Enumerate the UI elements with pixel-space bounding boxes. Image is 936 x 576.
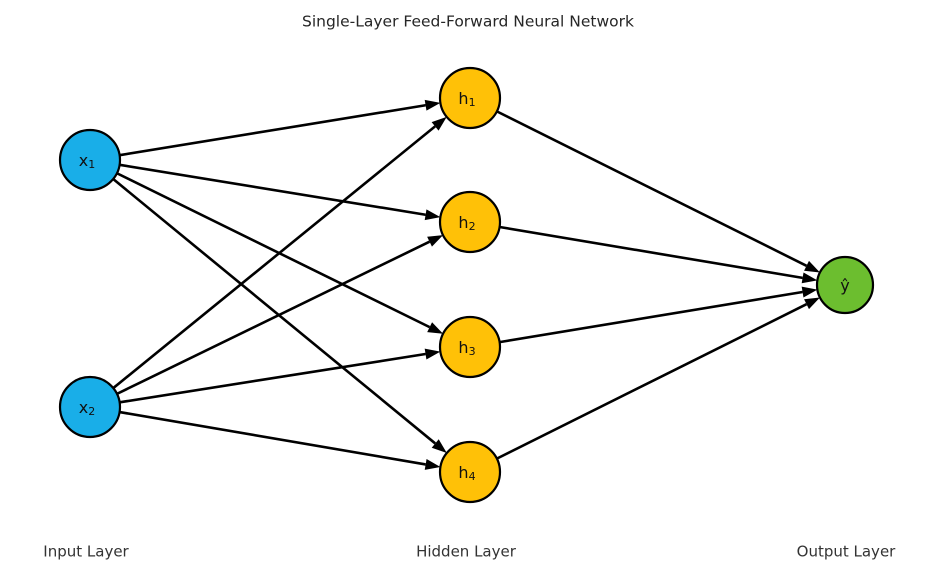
node-label-x2: x2: [79, 398, 95, 418]
node-circle-h3[interactable]: [438, 315, 502, 379]
node-circle-yhat[interactable]: [815, 255, 875, 315]
edge-h1-to-yhat: [496, 110, 808, 267]
node-h2[interactable]: h2: [438, 190, 502, 254]
node-yhat[interactable]: ŷ: [815, 255, 875, 315]
node-x1[interactable]: x1: [58, 128, 122, 192]
node-label-h3: h3: [458, 338, 475, 358]
layer-label-input: Input Layer: [43, 543, 129, 561]
arrowhead-x2-to-h1: [431, 116, 447, 131]
layer-labels-group: Input Layer Hidden Layer Output Layer: [43, 543, 896, 561]
edges-group: [112, 99, 820, 470]
arrowhead-x2-to-h4: [424, 458, 441, 470]
node-x2[interactable]: x2: [58, 375, 122, 439]
edge-x2-to-h3: [119, 352, 426, 404]
layer-label-output: Output Layer: [797, 543, 897, 561]
edge-x1-to-h1: [119, 103, 426, 157]
arrowhead-x2-to-h2: [427, 235, 444, 247]
node-label-yhat: ŷ: [840, 276, 849, 295]
edge-x2-to-h4: [119, 410, 426, 466]
edge-x1-to-h2: [119, 163, 426, 217]
node-label-h2: h2: [458, 213, 475, 233]
figure-title: Single-Layer Feed-Forward Neural Network: [302, 13, 634, 31]
node-circle-x2[interactable]: [58, 375, 122, 439]
arrowhead-x1-to-h3: [427, 322, 444, 334]
node-h3[interactable]: h3: [438, 315, 502, 379]
edge-x2-to-h2: [116, 240, 431, 396]
nodes-group: x1 x2 h1 h2 h3 h4 ŷ: [58, 66, 875, 504]
arrowhead-h4-to-yhat: [804, 297, 820, 310]
arrowhead-h2-to-yhat: [801, 272, 818, 284]
node-label-x1: x1: [79, 151, 95, 171]
edge-x2-to-h1: [112, 125, 436, 390]
edge-x1-to-h4: [112, 178, 437, 445]
node-circle-x1[interactable]: [58, 128, 122, 192]
layer-label-hidden: Hidden Layer: [416, 543, 517, 561]
arrowhead-x2-to-h3: [424, 348, 441, 360]
node-circle-h1[interactable]: [438, 66, 502, 130]
node-label-h4: h4: [458, 463, 475, 483]
edge-h4-to-yhat: [496, 303, 808, 460]
edge-h3-to-yhat: [499, 290, 803, 344]
node-h1[interactable]: h1: [438, 66, 502, 130]
arrowhead-x1-to-h4: [431, 439, 447, 453]
edge-h2-to-yhat: [499, 225, 803, 280]
arrowhead-x1-to-h1: [424, 99, 441, 111]
arrowhead-h1-to-yhat: [804, 260, 820, 273]
node-h4[interactable]: h4: [438, 440, 502, 504]
node-circle-h2[interactable]: [438, 190, 502, 254]
node-label-h1: h1: [458, 89, 475, 109]
edge-x1-to-h3: [116, 172, 431, 329]
node-circle-h4[interactable]: [438, 440, 502, 504]
arrowhead-h3-to-yhat: [801, 286, 818, 298]
arrowhead-x1-to-h2: [424, 209, 441, 221]
